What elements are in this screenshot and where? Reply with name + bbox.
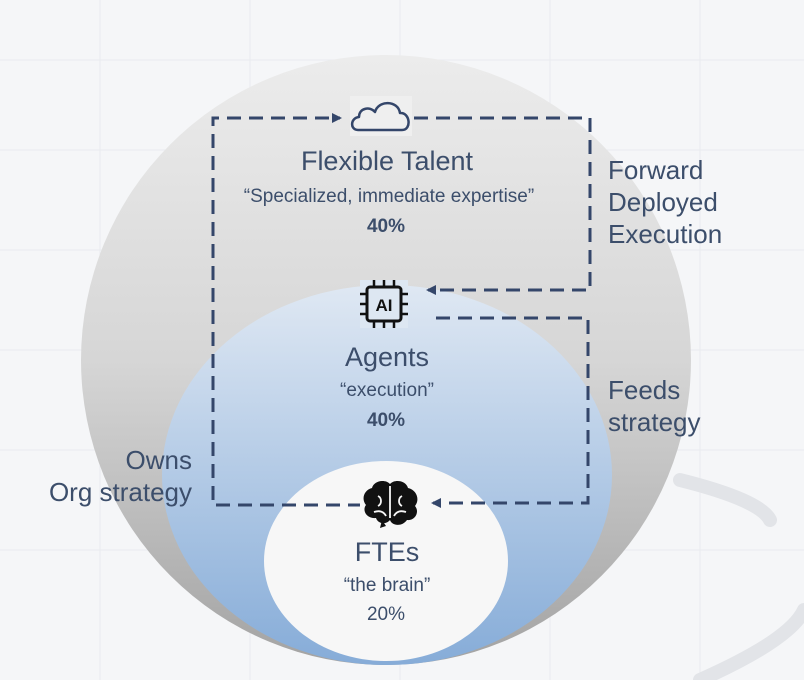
forward-deployed-execution-label: Forward Deployed Execution	[608, 154, 722, 250]
feeds-strategy-label: Feeds strategy	[608, 374, 701, 438]
ftes-subtitle: “the brain”	[343, 575, 431, 596]
feeds-label-line1: Feeds	[608, 375, 681, 405]
owns-strategy-arrow	[211, 113, 362, 507]
forward-label-line3: Execution	[608, 219, 723, 249]
flexible-talent-percent: 40%	[366, 216, 406, 237]
agents-percent: 40%	[366, 410, 406, 431]
forward-label-line1: Forward	[608, 155, 704, 185]
cloud-icon	[350, 96, 412, 136]
ftes-ellipse	[264, 461, 508, 661]
forward-label-line2: Deployed	[608, 187, 718, 217]
owns-label-line1: Owns	[125, 445, 192, 475]
owns-label-line2: Org strategy	[48, 477, 192, 507]
owns-org-strategy-label: Owns Org strategy	[49, 444, 192, 508]
ai-chip-label: AI	[376, 296, 393, 315]
agents-title: Agents	[344, 342, 430, 372]
feeds-strategy-arrow	[431, 316, 590, 508]
decorative-swoosh	[673, 473, 777, 527]
flexible-talent-subtitle: “Specialized, immediate expertise”	[243, 186, 535, 207]
ftes-title: FTEs	[354, 537, 420, 567]
decorative-swoosh	[693, 603, 804, 680]
brain-icon	[360, 478, 420, 528]
flexible-talent-title: Flexible Talent	[300, 146, 474, 176]
agents-subtitle: “execution”	[340, 380, 434, 401]
ai-chip-icon: AI	[360, 280, 408, 328]
forward-deployed-arrow	[414, 116, 592, 295]
feeds-label-line2: strategy	[608, 407, 701, 437]
ftes-percent: 20%	[366, 604, 406, 625]
